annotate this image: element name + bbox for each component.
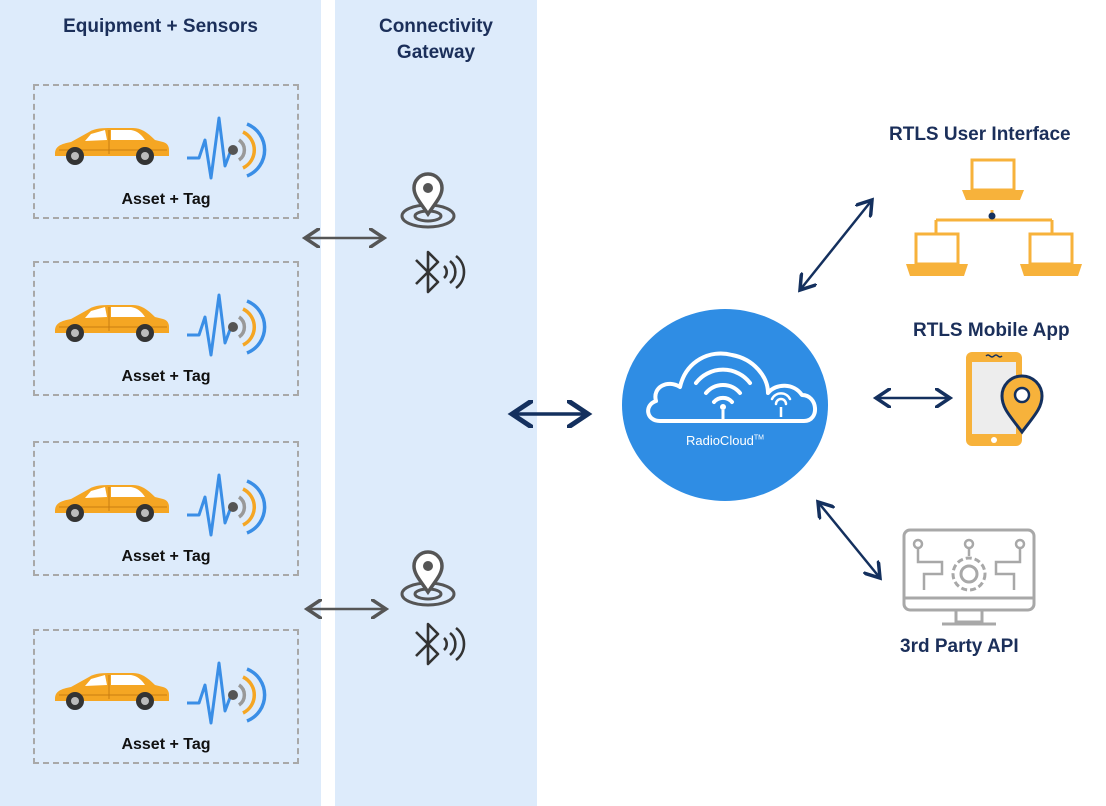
- radiocloud-trademark: TM: [753, 434, 765, 442]
- car-icon: [51, 124, 171, 171]
- asset-tag-label: Asset + Tag: [121, 548, 211, 565]
- signal-tag-icon: [183, 655, 273, 740]
- gateway-title-line2: Gateway: [396, 42, 476, 63]
- asset-box-2: Asset + Tag: [33, 261, 299, 396]
- car-icon: [51, 669, 171, 716]
- laptop-network-icon: [900, 156, 1090, 291]
- car-icon: [51, 481, 171, 528]
- equipment-sensors-panel: Equipment + Sensors: [0, 0, 321, 806]
- rtls-mobile-app-title: RTLS Mobile App: [913, 320, 1070, 341]
- mobile-phone-icon: [964, 350, 1044, 455]
- asset-tag-label: Asset + Tag: [121, 736, 211, 753]
- asset-box-1: Asset + Tag: [33, 84, 299, 219]
- gateway-1-bluetooth-icon: [410, 248, 466, 301]
- radiocloud-circle: RadioCloudTM: [622, 309, 828, 501]
- rtls-user-interface-title: RTLS User Interface: [889, 124, 1071, 145]
- connectivity-gateway-panel: Connectivity Gateway: [335, 0, 537, 806]
- signal-tag-icon: [183, 467, 273, 552]
- radiocloud-name: RadioCloud: [685, 433, 754, 448]
- equipment-sensors-title: Equipment + Sensors: [63, 16, 258, 37]
- third-party-api-title: 3rd Party API: [900, 636, 1019, 657]
- signal-tag-icon: [183, 110, 273, 195]
- gateway-1-location-pin-icon: [396, 168, 460, 237]
- connectivity-gateway-title: Connectivity Gateway: [335, 14, 537, 66]
- cloud-api-arrow: [818, 502, 880, 578]
- asset-box-3: Asset + Tag: [33, 441, 299, 576]
- radiocloud-brand: RadioCloudTM: [622, 433, 828, 448]
- asset-box-4: Asset + Tag: [33, 629, 299, 764]
- asset-tag-label: Asset + Tag: [121, 191, 211, 208]
- gateway-2-location-pin-icon: [396, 546, 460, 615]
- asset-tag-label: Asset + Tag: [121, 368, 211, 385]
- cloud-wifi-icon: [646, 351, 817, 423]
- cloud-ui-arrow: [800, 200, 872, 290]
- gateway-2-bluetooth-icon: [410, 620, 466, 673]
- gateway-title-line1: Connectivity: [378, 16, 494, 37]
- signal-tag-icon: [183, 287, 273, 372]
- api-monitor-icon: [902, 528, 1038, 637]
- car-icon: [51, 301, 171, 348]
